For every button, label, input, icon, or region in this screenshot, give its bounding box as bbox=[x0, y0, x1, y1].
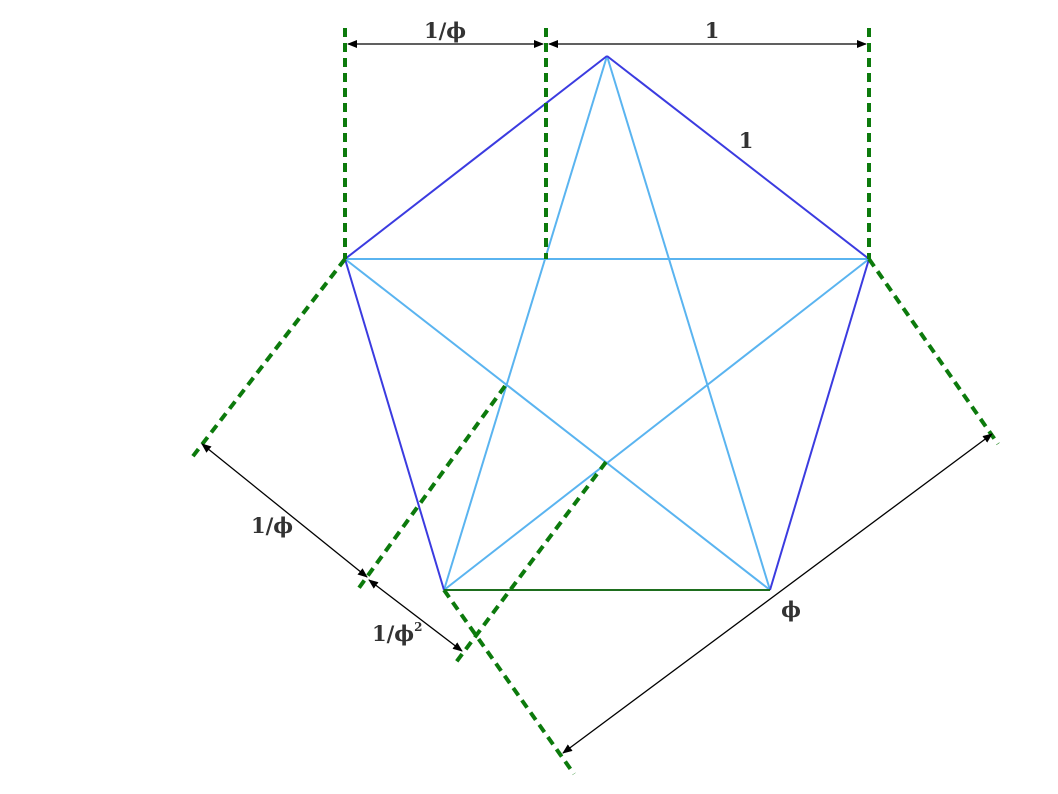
guide-diagonal-bottom bbox=[442, 588, 576, 776]
pentagon-edge-top-left bbox=[344, 55, 608, 260]
label-right: ϕ bbox=[781, 597, 801, 622]
label-top-left: 1/ϕ bbox=[424, 18, 466, 43]
dim-arrow-left-upper bbox=[201, 443, 368, 578]
pentagon-edge-right bbox=[769, 258, 870, 591]
diagonal-right-bottomleft bbox=[443, 258, 870, 591]
guide-diagonal-inner bbox=[354, 384, 507, 594]
diagonal-top-bottomleft bbox=[443, 55, 608, 591]
pentagon-edge-left bbox=[344, 258, 445, 591]
label-side: 1 bbox=[739, 128, 754, 153]
label-left-lower: 1/ϕ2 bbox=[372, 620, 422, 646]
diagonal-left-bottomright bbox=[344, 258, 771, 591]
label-left-upper: 1/ϕ bbox=[251, 513, 293, 538]
pentagon-edges bbox=[344, 55, 870, 591]
label-left-lower-sup: 2 bbox=[414, 620, 422, 634]
dim-arrow-right bbox=[562, 433, 993, 754]
dimension-arrows bbox=[201, 40, 993, 754]
label-top-right: 1 bbox=[705, 18, 720, 43]
guide-diagonal-right bbox=[867, 257, 1000, 446]
dim-arrow-left-lower bbox=[368, 579, 463, 652]
pentagram-diagonals bbox=[344, 55, 870, 591]
guide-diagonal-center bbox=[452, 460, 608, 667]
pentagon-edge-top-right bbox=[606, 55, 870, 260]
guide-diagonal-left bbox=[188, 257, 347, 462]
guide-lines bbox=[188, 28, 1000, 776]
label-left-lower-base: 1/ϕ bbox=[372, 621, 414, 646]
